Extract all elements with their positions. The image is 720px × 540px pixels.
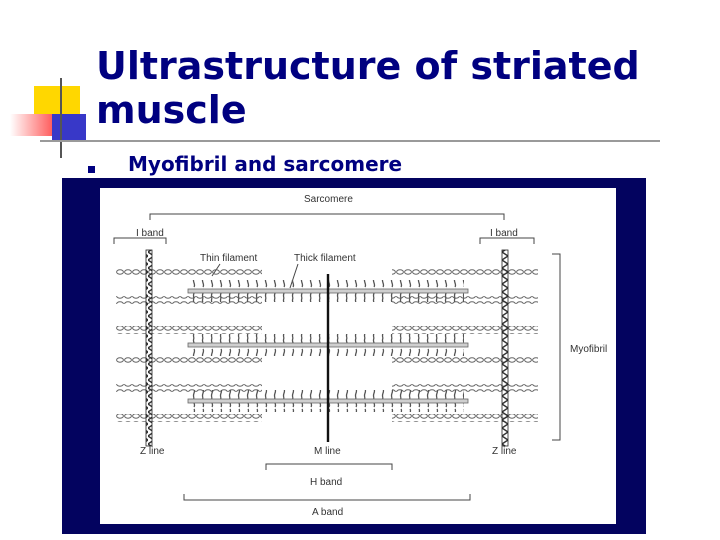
a-band-bracket (183, 494, 471, 501)
i-band-right-bracket (479, 237, 535, 244)
label-i-band-left: I band (136, 228, 164, 239)
z-line-left (145, 249, 153, 447)
logo-vertical-line (60, 78, 62, 158)
label-sarcomere: Sarcomere (304, 194, 353, 205)
bullet-text: Myofibril and sarcomere (128, 152, 403, 176)
sarcomere-diagram: Sarcomere I band I band Thin filament Th… (100, 188, 616, 524)
label-z-line-left: Z line (140, 446, 165, 457)
bullet-icon (88, 166, 95, 173)
z-line-right (501, 249, 509, 447)
thin-filaments (116, 268, 538, 422)
logo-blue-square (52, 114, 86, 142)
label-thin-filament: Thin filament (200, 253, 257, 264)
label-i-band-right: I band (490, 228, 518, 239)
myofibril-bracket (552, 253, 561, 441)
title-divider (40, 140, 660, 142)
label-m-line: M line (314, 446, 341, 457)
h-band-bracket (265, 463, 393, 470)
i-band-left-bracket (113, 237, 167, 244)
logo-red-square (10, 114, 60, 136)
slide-title: Ultrastructure of striated muscle (96, 44, 640, 132)
label-myofibril: Myofibril (570, 344, 607, 355)
label-z-line-right: Z line (492, 446, 517, 457)
label-h-band: H band (310, 477, 342, 488)
label-thick-filament: Thick filament (294, 253, 356, 264)
label-a-band: A band (312, 507, 343, 518)
sarcomere-bracket (149, 213, 505, 220)
